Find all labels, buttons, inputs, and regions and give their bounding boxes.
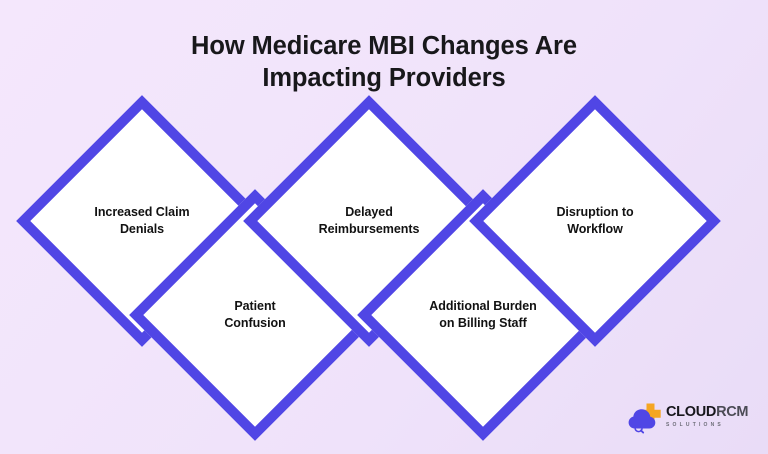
cloud-cross-icon (628, 401, 664, 434)
page-title-line-1: How Medicare MBI Changes Are (191, 32, 577, 60)
logo-tagline: SOLUTIONS (666, 422, 724, 428)
diamond-shape (469, 95, 721, 347)
logo-wordmark: CLOUDRCM (666, 405, 748, 420)
logo-word-rcm: RCM (716, 404, 749, 420)
page-title-line-2: Impacting Providers (262, 64, 506, 92)
logo-word-cloud: CLOUD (666, 404, 717, 420)
page-title: How Medicare MBI Changes Are Impacting P… (0, 30, 768, 94)
logo-text-block: CLOUDRCM SOLUTIONS (666, 405, 748, 429)
cloudrcm-logo: CLOUDRCM SOLUTIONS (628, 400, 756, 436)
